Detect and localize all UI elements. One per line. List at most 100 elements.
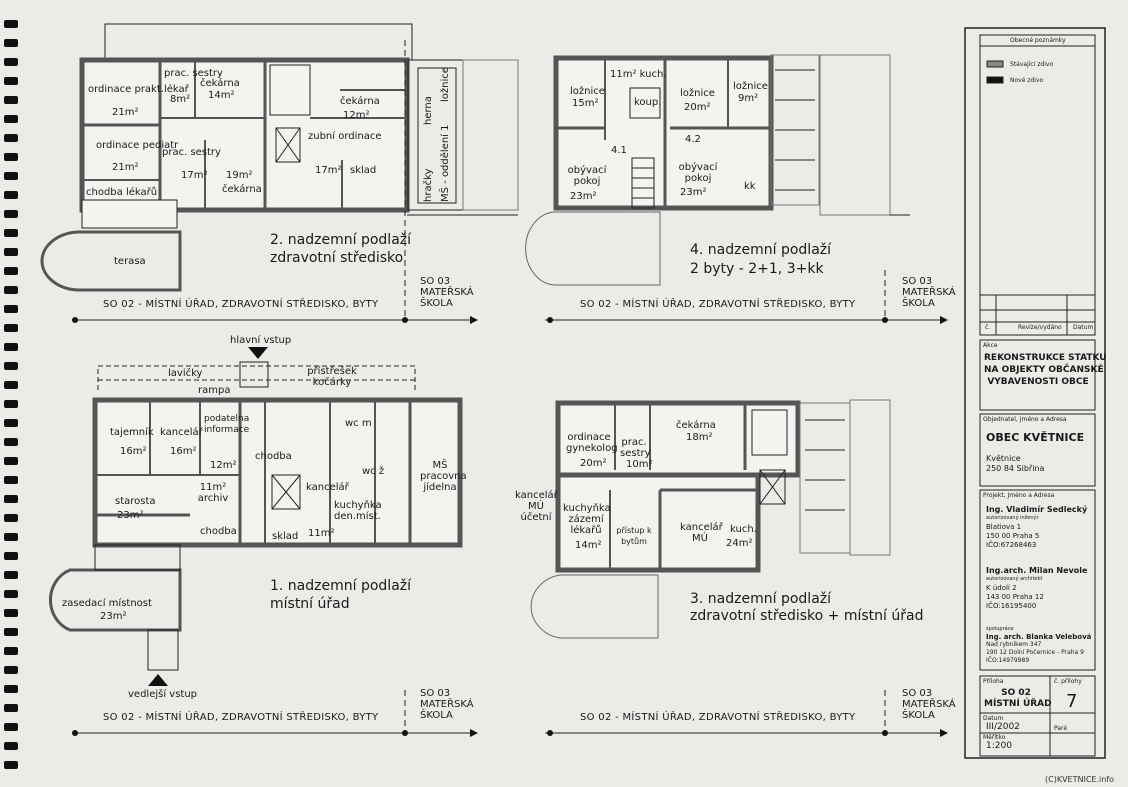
binder-ring [4,476,18,484]
label: rampa [198,385,231,396]
room-area: 21m² [112,107,139,118]
binder-ring [4,685,18,693]
room-label: sklad [272,531,299,542]
project-name: REKONSTRUKCE STATKU NA OBJEKTY OBČANSKÉ … [984,352,1107,388]
binder-ring [4,552,18,560]
binder-ring [4,742,18,750]
binder-ring [4,134,18,142]
client-address: Květnice 250 84 Sibřina [986,454,1044,474]
binder-ring [4,172,18,180]
room-label: čekárna [340,96,380,107]
action-label: Akce [983,342,998,349]
line: autorizovaný inženýr [986,515,1039,521]
client-name: OBEC KVĚTNICE [986,431,1085,444]
line: IČO:16195400 [986,602,1037,610]
room-label: obývací pokoj [678,162,718,184]
binder-ring [4,647,18,655]
line: MATEŘSKÁ [420,287,474,298]
room-label: tajemník [110,427,154,438]
line: 190 12 Dolní Počernice - Praha 9 [986,649,1084,656]
label: přístup k bytům [616,526,652,546]
date: III/2002 [986,722,1020,732]
binder-ring [4,305,18,313]
revision-date: Datum [1073,324,1094,331]
room-label: ložnice [570,86,605,97]
line: Nad rybníkem 347 [986,641,1042,648]
binder-ring [4,115,18,123]
binder-ring [4,609,18,617]
room-area: 23m² [680,187,707,198]
label: lavičky [168,368,203,379]
room-label: koup. [634,97,662,108]
binder-ring [4,495,18,503]
binder-ring [4,666,18,674]
room-area: 19m² [226,170,253,181]
designer-label: Projekt, Jméno a Adresa [983,492,1055,499]
line: MATEŘSKÁ [420,699,474,710]
designer-3: spolupráce Ing. arch. Blanka Velebová Na… [986,625,1091,665]
room-label: kuchyňka den.míst. [334,500,382,522]
room-area: 20m² [684,102,711,113]
room-label: čekárna [200,78,240,89]
room-label: prac. sestry [164,68,223,79]
room-area: 14m² [208,90,235,101]
room-area: 23m² [570,191,597,202]
binder-ring [4,229,18,237]
room-area: 23m² [100,611,127,622]
binder-ring [4,590,18,598]
line: SO 03 [420,276,451,287]
line: ŠKOLA [902,298,935,309]
room-label: chodba [200,526,237,537]
binder-ring [4,362,18,370]
room-area: 11m² [308,528,335,539]
room-area: 12m² [343,110,370,121]
plan-title: 3. nadzemní podlaží [690,591,832,607]
room-label: kancelář MÚ [680,522,723,544]
binder-ring [4,704,18,712]
room-label: ordinace prakt.lékař [88,84,189,95]
line: IČO:14979989 [986,657,1030,664]
line: VYBAVENOSTI OBCE [987,377,1089,387]
room-label: starosta [115,496,156,507]
attachment-number-label: č. přílohy [1054,678,1082,685]
room-area: 18m² [686,432,713,443]
room-area: 16m² [170,446,197,457]
line: ŠKOLA [420,298,453,309]
binder-ring [4,248,18,256]
line: Ing. arch. Blanka Velebová [986,633,1092,641]
room-label: kancelář [306,482,349,493]
line: SO 03 [420,688,451,699]
axis-label: SO 02 - MÍSTNÍ ÚŘAD, ZDRAVOTNÍ STŘEDISKO… [580,712,856,723]
binder-ring [4,628,18,636]
line: ŠKOLA [420,710,453,721]
room-label: wc ž [362,466,385,477]
revision-label: Revize/vydáno [1018,324,1062,331]
binder-ring [4,96,18,104]
attachment-label: Příloha [983,678,1004,685]
line: 150 00 Praha 5 [986,532,1040,540]
axis-label: SO 02 - MÍSTNÍ ÚŘAD, ZDRAVOTNÍ STŘEDISKO… [103,712,379,723]
binder-ring [4,571,18,579]
apartment-number: 4.1 [611,145,627,156]
room-label: kancelář MÚ účetní [515,490,558,523]
binder-ring [4,267,18,275]
room-label: ordinace gynekolog [566,432,618,454]
line: MÍSTNÍ ÚŘAD [984,699,1052,709]
watermark-credit: (C)KVETNICE.info [1045,775,1115,784]
axis-label: SO 02 - MÍSTNÍ ÚŘAD, ZDRAVOTNÍ STŘEDISKO… [103,299,379,310]
line: Ing. Vladimír Sedlecký [986,505,1088,514]
binder-ring [4,58,18,66]
room-label: chodba lékařů [86,187,158,198]
binder-ring [4,438,18,446]
binder-ring [4,457,18,465]
entrance-label: hlavní vstup [230,335,292,346]
room-area: 16m² [120,446,147,457]
attachment-name: SO 02 MÍSTNÍ ÚŘAD [984,688,1052,710]
date-label: Datum [983,715,1004,722]
room-area: 12m² [210,460,237,471]
line: NA OBJEKTY OBČANSKÉ [984,365,1104,375]
room-label: wc m [345,418,372,429]
